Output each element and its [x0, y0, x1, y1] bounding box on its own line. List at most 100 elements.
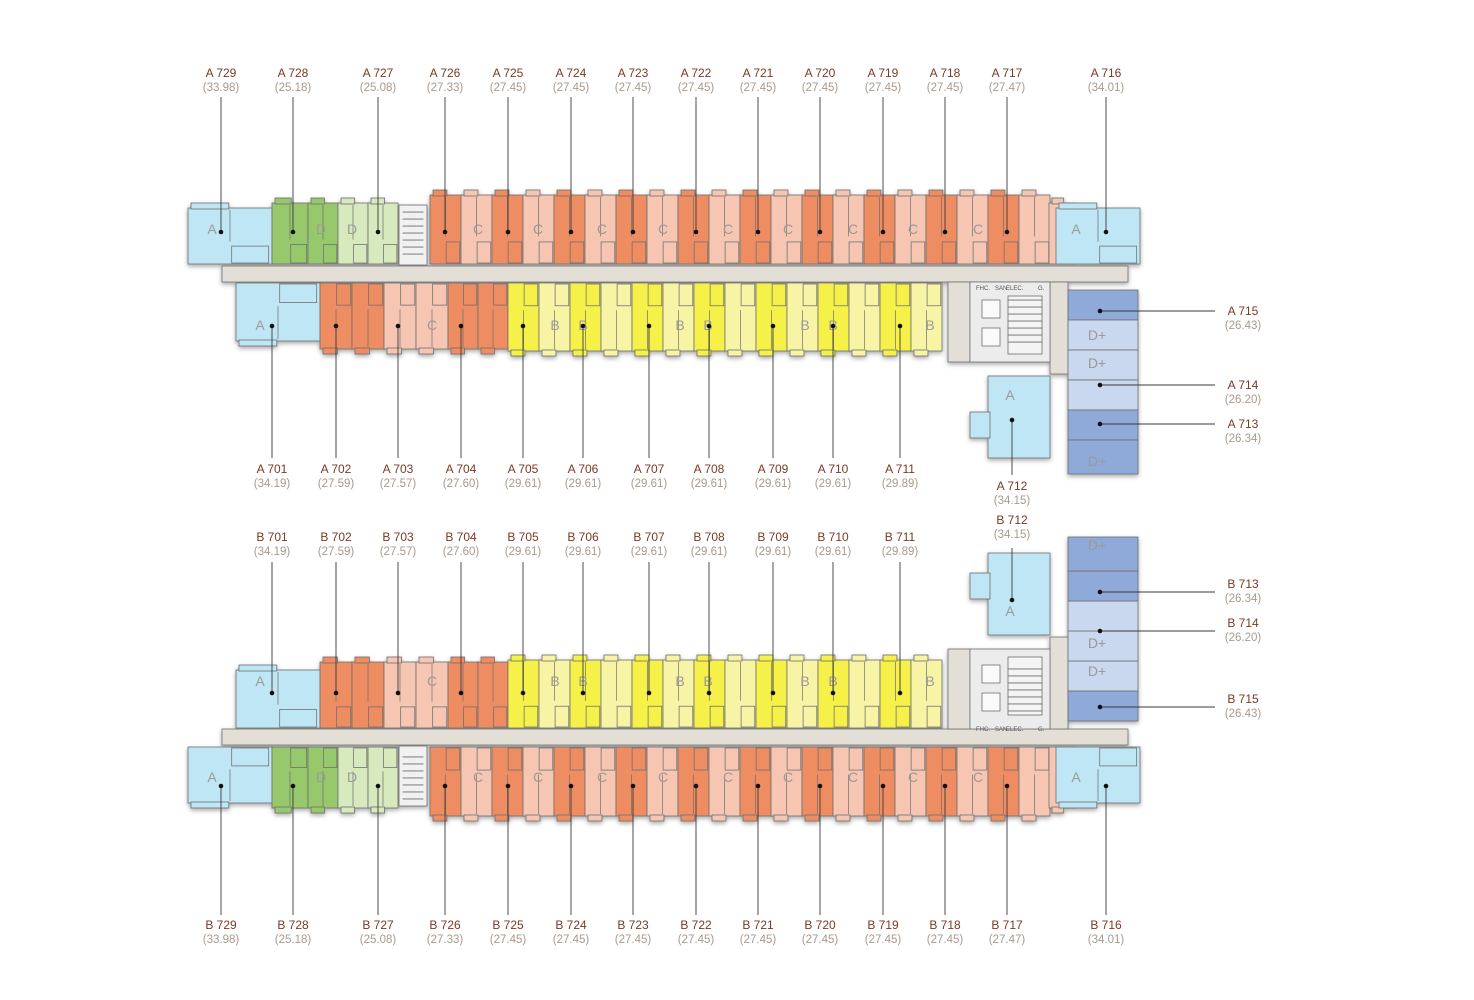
unit-number: B 722: [680, 918, 712, 932]
unit-bathroom: [600, 241, 616, 264]
unit-bathroom: [432, 283, 448, 306]
wing-corridor: [1049, 636, 1069, 730]
unit-bathroom: [600, 747, 616, 771]
unit-bathroom: [833, 705, 849, 728]
unit-balcony: [1051, 806, 1065, 814]
unit-balcony: [510, 654, 526, 662]
unit-bathroom: [1003, 241, 1019, 264]
leader-dot: [290, 783, 296, 789]
unit-area: (34.15): [994, 495, 1031, 507]
unit-cell: [383, 656, 417, 729]
unit-number: B 719: [867, 918, 899, 932]
unit-area: (34.01): [1088, 934, 1125, 946]
unit-balcony: [274, 197, 292, 205]
unit-number: A 716: [1091, 66, 1122, 80]
unit-labels: A 729(33.98)A 728(25.18)A 727(25.08)A 72…: [203, 66, 1262, 946]
unit-cell: [337, 746, 369, 814]
unit-area: (29.61): [505, 478, 542, 490]
unit-bathroom: [817, 747, 833, 771]
unit-type-letter: B: [675, 317, 684, 333]
leader-dot: [520, 323, 526, 329]
unit-cell: [187, 202, 273, 265]
unit-bathroom: [336, 706, 352, 728]
unit-bathroom: [833, 283, 849, 307]
unit-number: B 714: [1227, 616, 1259, 630]
unit-bathroom: [290, 244, 307, 264]
unit-bathroom: [941, 747, 957, 771]
unit-balcony: [897, 189, 913, 197]
unit-area: (25.08): [360, 934, 397, 946]
unit-bathroom: [523, 705, 539, 728]
leader-dot: [580, 690, 586, 696]
unit-area: (27.33): [427, 934, 464, 946]
leader-dot: [333, 323, 339, 329]
unit-balcony: [322, 347, 338, 355]
unit-cell: [307, 746, 339, 814]
unit-number: B 703: [382, 530, 414, 544]
leader-dot: [290, 229, 296, 235]
unit-type-letter: C: [473, 221, 483, 237]
unit-cell: [600, 654, 633, 729]
unit-bathroom: [616, 705, 632, 728]
unit-bathroom: [771, 705, 787, 728]
unit-balcony: [866, 814, 882, 822]
unit-balcony: [587, 189, 603, 197]
unit-balcony: [618, 189, 634, 197]
unit-cell: [460, 189, 493, 265]
leader-dot: [218, 229, 224, 235]
unit-cell: [693, 654, 726, 729]
unit-bathroom: [569, 241, 585, 264]
unit-balcony: [463, 189, 479, 197]
unit-balcony: [1058, 202, 1098, 210]
unit-area: (27.45): [553, 934, 590, 946]
unit-area: (29.89): [882, 546, 919, 558]
leader-dot: [568, 229, 574, 235]
unit-bathroom: [569, 747, 585, 771]
unit-balcony: [480, 347, 495, 355]
leader-dot: [505, 783, 511, 789]
unit-balcony: [418, 656, 434, 664]
unit-type-letter: B: [550, 673, 559, 689]
unit-type-letter: D: [347, 221, 357, 237]
unit-balcony: [742, 814, 758, 822]
unit-cell: [755, 282, 788, 357]
lift-2: [981, 664, 1001, 684]
unit-balcony: [463, 814, 479, 822]
unit-area: (27.45): [553, 82, 590, 94]
leader-dot: [458, 323, 464, 329]
corridor-core: [947, 648, 971, 730]
unit-bathroom: [786, 241, 802, 264]
unit-dplus: [1067, 319, 1139, 351]
unit-bathroom: [585, 705, 601, 728]
unit-type-letter: C: [848, 769, 858, 785]
unit-bathroom: [631, 241, 647, 264]
unit-balcony: [696, 349, 712, 357]
unit-balcony: [789, 349, 805, 357]
unit-number: A 702: [321, 462, 352, 476]
unit-balcony: [634, 349, 650, 357]
unit-bathroom: [755, 747, 771, 771]
unit-bathroom: [879, 747, 895, 771]
stair: [1007, 295, 1043, 355]
buildings: FHC.SANELEC.G.ADDCCCCCACCCCACBBBBBBBD+D+…: [187, 189, 1141, 822]
unit-cell: [848, 654, 881, 729]
unit-number: A 708: [694, 462, 725, 476]
unit-balcony: [354, 656, 370, 664]
unit-balcony: [649, 189, 665, 197]
unit-area: (27.60): [443, 478, 480, 490]
unit-number: A 719: [868, 66, 899, 80]
unit-balcony: [804, 814, 820, 822]
unit-cell: [235, 282, 321, 347]
unit-type-letter: A: [1071, 221, 1081, 237]
unit-cell: [739, 746, 772, 822]
unit-cell: [1055, 746, 1141, 809]
unit-area: (25.18): [275, 934, 312, 946]
unit-bathroom: [445, 747, 461, 771]
unit-area: (26.43): [1225, 708, 1262, 720]
unit-balcony: [480, 656, 495, 664]
unit-number: B 727: [362, 918, 394, 932]
unit-bathroom: [383, 747, 398, 768]
unit-balcony: [525, 814, 541, 822]
unit-area: (27.45): [865, 82, 902, 94]
